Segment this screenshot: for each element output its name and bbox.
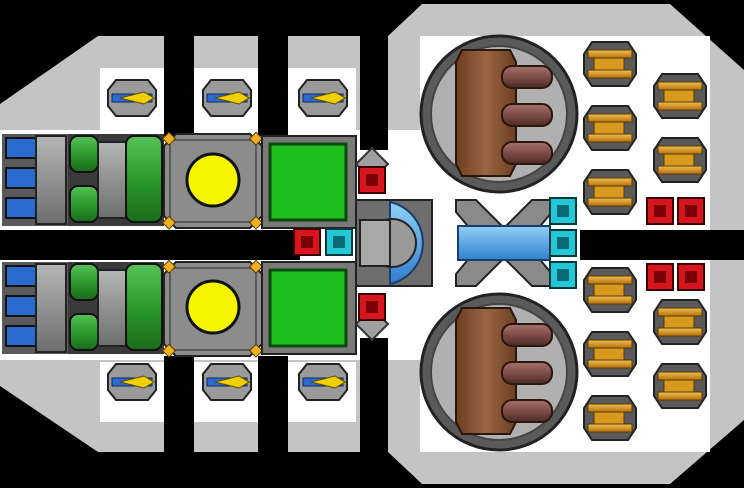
gold-cannon[interactable]	[653, 73, 707, 119]
red-panels[interactable]	[293, 166, 705, 321]
green-room-bottom[interactable]	[261, 261, 357, 355]
pod-weapons[interactable]	[107, 79, 348, 401]
pod-weapon[interactable]	[202, 363, 252, 401]
engine-top	[68, 134, 164, 226]
red-panel[interactable]	[677, 263, 705, 291]
red-panel[interactable]	[358, 293, 386, 321]
pod-weapon[interactable]	[107, 79, 157, 117]
pod-weapon[interactable]	[202, 79, 252, 117]
gold-cannon[interactable]	[583, 105, 637, 151]
large-turret-top[interactable]	[419, 34, 579, 194]
red-panel[interactable]	[646, 197, 674, 225]
cyan-panel[interactable]	[325, 228, 353, 256]
pod-weapon[interactable]	[298, 79, 348, 117]
reactor-top[interactable]	[161, 131, 264, 230]
cyan-panel[interactable]	[549, 197, 577, 225]
gold-cannon[interactable]	[583, 267, 637, 313]
red-panel[interactable]	[677, 197, 705, 225]
bridge[interactable]	[355, 199, 433, 287]
gold-cannon[interactable]	[583, 169, 637, 215]
gold-cannon[interactable]	[583, 331, 637, 377]
gold-cannon[interactable]	[653, 137, 707, 183]
red-panel[interactable]	[358, 166, 386, 194]
gold-cannons[interactable]	[583, 41, 707, 441]
thruster-bank-top	[2, 134, 68, 226]
cyan-panel[interactable]	[549, 229, 577, 257]
green-room-top[interactable]	[261, 135, 357, 229]
pod-weapon[interactable]	[107, 363, 157, 401]
large-turret-bottom[interactable]	[419, 292, 579, 452]
red-panel[interactable]	[646, 263, 674, 291]
chevron-cannon[interactable]	[455, 199, 553, 287]
engine-bottom	[68, 262, 164, 354]
gold-cannon[interactable]	[653, 363, 707, 409]
cyan-panels[interactable]	[325, 197, 577, 289]
thruster-bank-bottom	[2, 262, 68, 354]
gold-cannon[interactable]	[583, 395, 637, 441]
red-panel[interactable]	[293, 228, 321, 256]
pod-weapon[interactable]	[298, 363, 348, 401]
gold-cannon[interactable]	[583, 41, 637, 87]
reactor-bottom[interactable]	[161, 259, 264, 358]
cyan-panel[interactable]	[549, 261, 577, 289]
gold-cannon[interactable]	[653, 299, 707, 345]
